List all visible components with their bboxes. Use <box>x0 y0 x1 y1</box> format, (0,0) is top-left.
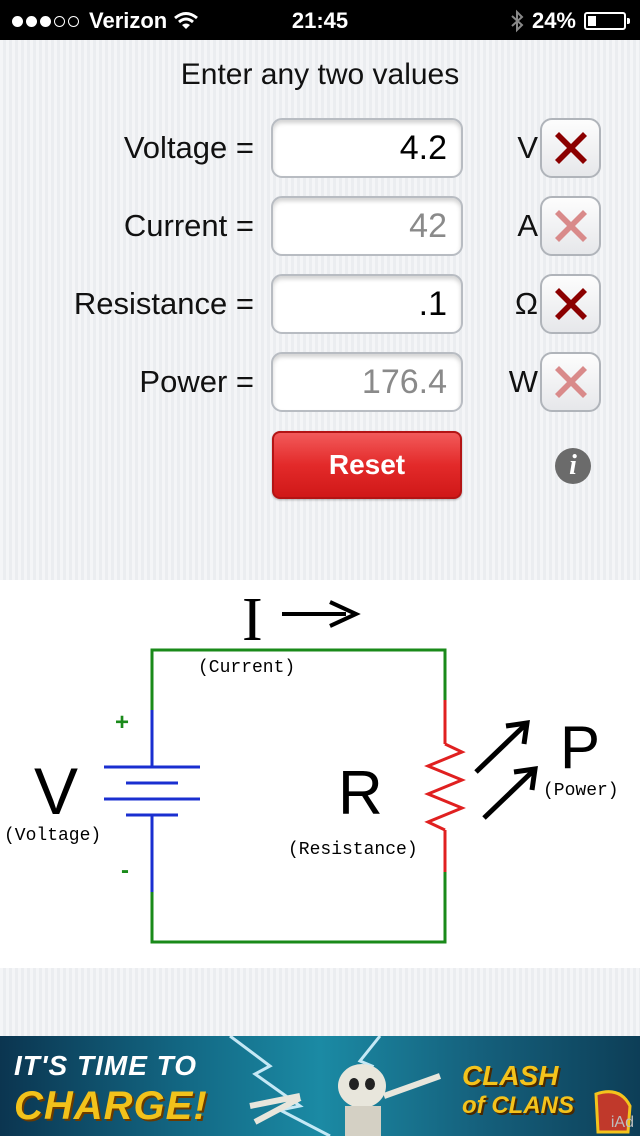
clear-x-icon <box>554 366 587 398</box>
power-arrow-1 <box>474 724 526 774</box>
iad-label: iAd <box>610 1114 634 1131</box>
info-icon[interactable]: i <box>555 448 591 484</box>
reset-button[interactable]: Reset <box>272 431 462 499</box>
clock: 21:45 <box>291 8 349 33</box>
clear-x-icon <box>554 288 587 320</box>
voltage-symbol: V <box>34 754 78 828</box>
value-input[interactable]: 176.4 <box>271 352 463 412</box>
power-arrow-2 <box>482 770 534 820</box>
resistance-symbol: R <box>338 759 383 828</box>
wire-top-left <box>150 648 447 710</box>
status-bar: Verizon 21:45 24% <box>0 0 640 40</box>
value-row: Voltage = 4.2 V <box>0 118 640 182</box>
current-label: (Current) <box>198 658 295 678</box>
clear-x-icon <box>554 132 587 164</box>
clear-button[interactable] <box>540 196 601 256</box>
wire-bottom <box>150 870 447 944</box>
clear-x-icon <box>554 210 587 242</box>
value-row: Current = 42 A <box>0 196 640 260</box>
value-row: Resistance = .1 Ω <box>0 274 640 338</box>
value-input[interactable]: .1 <box>271 274 463 334</box>
clear-button[interactable] <box>540 274 601 334</box>
ad-headline-1: IT'S TIME TO <box>14 1050 198 1081</box>
current-arrow-head <box>329 600 361 628</box>
power-symbol: P <box>560 714 600 781</box>
signal-strength-icon <box>12 15 79 27</box>
value-row: Power = 176.4 W <box>0 352 640 416</box>
ad-banner[interactable]: IT'S TIME TO CHARGE! CLASH of CLANS iAd <box>0 1036 640 1136</box>
clear-button[interactable] <box>540 118 601 178</box>
unit-label: Ω <box>514 286 538 321</box>
unit-label: V <box>517 130 538 165</box>
power-label: (Power) <box>543 781 619 801</box>
ad-brand-1: CLASH <box>462 1060 559 1091</box>
ad-headline-2: CHARGE! <box>14 1084 208 1128</box>
value-input[interactable]: 42 <box>271 196 463 256</box>
current-symbol: I <box>242 586 263 654</box>
power-arrow-2-head <box>513 766 538 791</box>
field-label: Voltage = <box>123 130 254 165</box>
resistance-label: (Resistance) <box>288 840 418 860</box>
carrier-name: Verizon <box>89 8 168 33</box>
unit-label: W <box>508 364 538 399</box>
power-arrow-1-head <box>505 720 530 745</box>
field-label: Current = <box>123 208 254 243</box>
battery-icon <box>584 12 630 30</box>
plus-sign: + <box>115 709 129 736</box>
field-label: Power = <box>139 364 254 399</box>
ad-brand-2: of CLANS <box>462 1092 574 1119</box>
battery-percent: 24% <box>531 8 576 33</box>
resistor-zigzag <box>424 742 466 832</box>
bluetooth-icon <box>511 9 524 33</box>
clear-button[interactable] <box>540 352 601 412</box>
value-input[interactable]: 4.2 <box>271 118 463 178</box>
voltage-label: (Voltage) <box>4 826 101 846</box>
unit-label: A <box>517 208 538 243</box>
instructions-heading: Enter any two values <box>180 58 460 91</box>
wifi-icon <box>174 12 199 29</box>
minus-sign: - <box>121 857 129 884</box>
skeleton-lightning-art <box>229 1036 632 1136</box>
ohms-law-circuit-diagram: I (Current) + - V (Voltage) R (Resistanc… <box>0 580 640 968</box>
circuit-svg: I (Current) + - V (Voltage) R (Resistanc… <box>4 586 619 944</box>
field-label: Resistance = <box>73 286 254 321</box>
